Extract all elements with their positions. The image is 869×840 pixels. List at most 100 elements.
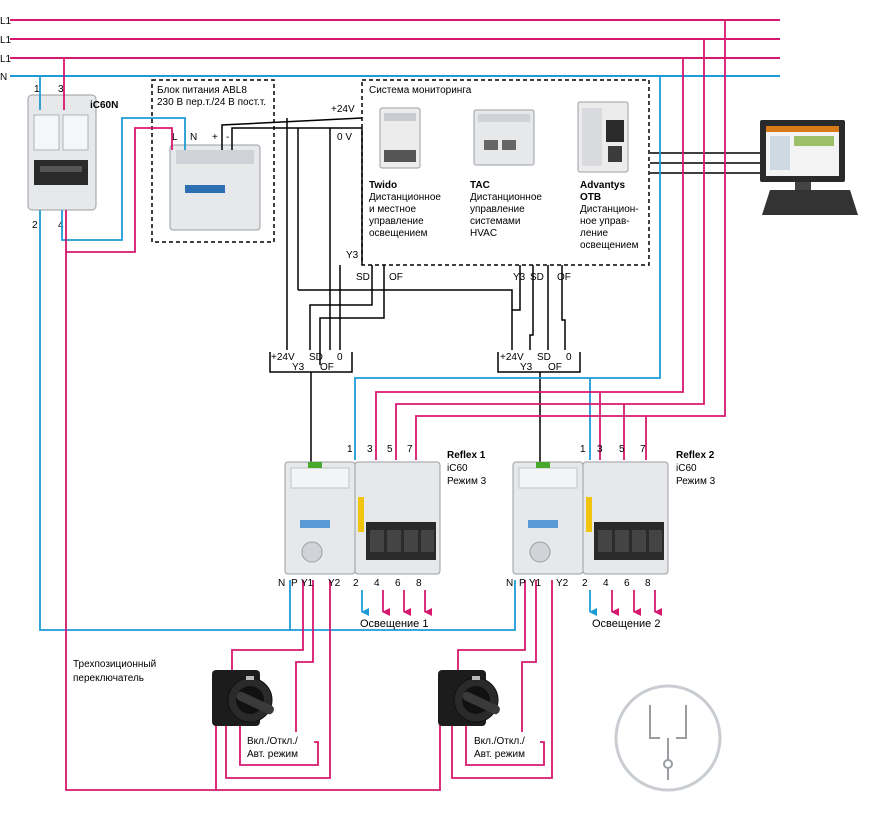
neutral-wiring (39, 76, 661, 631)
ps-terminal-plus: + (212, 132, 218, 143)
power-supply: Блок питания ABL8 230 В пер.т./24 В пост… (151, 79, 275, 243)
reflex2-terminal-5: 5 (619, 444, 625, 455)
connector-2: +24V SD 0 Y3 OF (497, 352, 581, 373)
mon-signal-of-right: OF (557, 272, 571, 283)
switch-title-2: переключатель (73, 673, 144, 684)
reflex1-terminal-4: 4 (374, 578, 380, 589)
connector-1: +24V SD 0 Y3 OF (269, 352, 353, 373)
bus-label-l1-b: L1 (0, 35, 12, 46)
ps-terminal-minus: - (226, 132, 229, 143)
reflex2-terminal-y1: Y1 (529, 578, 542, 589)
reflex-2-breaker (512, 461, 669, 575)
mon-signal-sd-right: SD (530, 272, 544, 283)
twido-desc-1: Дистанционное (369, 192, 441, 203)
reflex1-model: iC60 (447, 463, 468, 474)
control-wiring: +24V 0 V (221, 104, 566, 365)
conn1-of: OF (320, 362, 334, 373)
monitoring-title: Система мониторинга (369, 85, 472, 96)
reflex2-title: Reflex 2 (676, 450, 715, 461)
ps-out-0v: 0 V (337, 132, 352, 143)
ps-terminal-l: L (172, 132, 178, 143)
reflex1-terminal-3: 3 (367, 444, 373, 455)
lighting-1-label: Освещение 1 (360, 618, 428, 630)
conn1-y3: Y3 (292, 362, 305, 373)
bus-label-l1-c: L1 (0, 54, 12, 65)
ic60n-terminal-3: 3 (58, 84, 64, 95)
power-supply-terminal-strip (176, 150, 254, 164)
lighting-2-label: Освещение 2 (592, 618, 660, 630)
reflex-1-breaker (284, 461, 441, 575)
conn2-sd: SD (537, 352, 551, 363)
ps-terminal-n: N (190, 132, 197, 143)
mon-signal-of-left: OF (389, 272, 403, 283)
switch1-label-bg (244, 732, 314, 762)
conn2-y3: Y3 (520, 362, 533, 373)
switch2-label-2: Авт. режим (474, 749, 525, 760)
monitoring-frame (361, 79, 650, 266)
twido-name: Twido (369, 180, 397, 191)
advantys-name-2: OTB (580, 192, 601, 203)
advantys-desc-4: освещением (580, 240, 639, 251)
reflex1-terminal-n: N (278, 578, 285, 589)
conn1-zero: 0 (337, 352, 343, 363)
ps-out-plus24: +24V (331, 104, 355, 115)
tac-desc-2: управление (470, 204, 525, 215)
reflex1-terminal-2: 2 (353, 578, 359, 589)
reflex1-terminal-y2: Y2 (328, 578, 341, 589)
selector-switch-icon (212, 670, 274, 726)
power-supply-frame (151, 79, 275, 243)
reflex1-title: Reflex 1 (447, 450, 486, 461)
reflex2-model: iC60 (676, 463, 697, 474)
bus-label-l1-a: L1 (0, 16, 12, 27)
ic60n-terminal-1: 1 (34, 84, 40, 95)
reflex2-terminal-6: 6 (624, 578, 630, 589)
ic60n-window-right (62, 114, 89, 151)
reflex1-terminal-6: 6 (395, 578, 401, 589)
switch2-label-bg (470, 732, 540, 762)
conn1-sd: SD (309, 352, 323, 363)
switch1-label-2: Авт. режим (247, 749, 298, 760)
power-supply-title-1: Блок питания ABL8 (157, 85, 247, 96)
reflex2-terminal-4: 4 (603, 578, 609, 589)
advantys-desc-3: ление (580, 228, 609, 239)
advantys-device-icon (577, 101, 629, 173)
twido-desc-3: управление (369, 216, 424, 227)
reflex2-terminal-3: 3 (597, 444, 603, 455)
advantys-desc-1: Дистанцион- (580, 204, 639, 215)
reflex2-terminal-n: N (506, 578, 513, 589)
monitoring-system: Система мониторинга Twido Дистанционное … (346, 79, 650, 283)
selector-switch-icon (438, 670, 500, 726)
power-supply-title-2: 230 В пер.т./24 В пост.т. (157, 97, 266, 108)
bus-lines: L1 L1 L1 N (0, 16, 780, 83)
tac-desc-1: Дистанционное (470, 192, 542, 203)
mon-signal-sd-left: SD (356, 272, 370, 283)
mon-signal-y3-left: Y3 (346, 250, 359, 261)
advantys-name-1: Advantys (580, 180, 625, 191)
twido-desc-2: и местное (369, 204, 416, 215)
ic60n-breaker: 1 3 2 4 iC60N (27, 84, 118, 231)
reflex1-terminal-1: 1 (347, 444, 353, 455)
tac-desc-4: HVAC (470, 228, 497, 239)
switch2-label-1: Вкл./Откл./ (474, 736, 525, 747)
reflex1-terminal-p: P (291, 578, 298, 589)
tac-name: TAC (470, 180, 490, 191)
pc-monitor-icon (760, 120, 858, 215)
reflex1-terminal-5: 5 (387, 444, 393, 455)
reflex2-terminal-2: 2 (582, 578, 588, 589)
conn2-plus24: +24V (500, 352, 524, 363)
conn2-of: OF (548, 362, 562, 373)
power-supply-logo (185, 185, 225, 193)
ic60n-window-left (33, 114, 60, 151)
tac-device-icon (473, 109, 535, 166)
ic60n-terminal-4: 4 (58, 220, 64, 231)
reflex2-mode: Режим 3 (676, 476, 716, 487)
conn1-plus24: +24V (271, 352, 295, 363)
reflex2-terminal-7: 7 (640, 444, 646, 455)
ic60n-toggle-bar (40, 166, 82, 172)
reflex2-terminal-8: 8 (645, 578, 651, 589)
reflex2-terminal-p: P (519, 578, 526, 589)
twido-desc-4: освещением (369, 228, 428, 239)
switch1-label-1: Вкл./Откл./ (247, 736, 298, 747)
switch-symbol-icon (614, 684, 722, 792)
